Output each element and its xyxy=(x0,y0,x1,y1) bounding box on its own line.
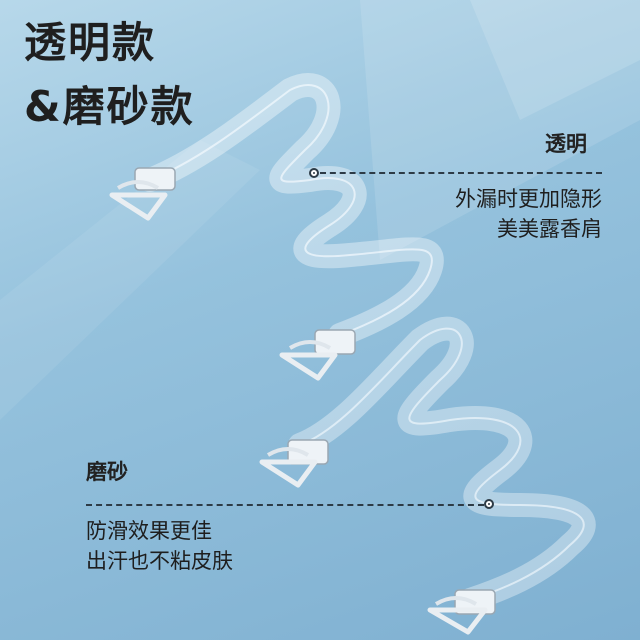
hook-clasp-top xyxy=(109,167,176,221)
hook-clasp-bottom xyxy=(427,589,496,635)
page-title-line1: 透明款 xyxy=(24,18,157,67)
frosted-callout-line xyxy=(86,504,484,506)
transparent-label: 透明 xyxy=(545,132,587,156)
page-title-line2: &磨砂款 xyxy=(24,82,195,131)
transparent-description: 外漏时更加隐形 美美露香肩 xyxy=(432,184,602,244)
hook-clasp-lower xyxy=(259,439,329,488)
transparent-callout-dot xyxy=(309,168,319,178)
frosted-callout-dot xyxy=(484,499,494,509)
frosted-label: 磨砂 xyxy=(86,460,128,484)
transparent-desc-line2: 美美露香肩 xyxy=(497,217,602,241)
hook-clasp-middle xyxy=(279,329,356,381)
frosted-description: 防滑效果更佳 出汗也不粘皮肤 xyxy=(86,516,233,576)
transparent-callout-line xyxy=(320,172,602,174)
frosted-desc-line1: 防滑效果更佳 xyxy=(86,519,212,543)
frosted-desc-line2: 出汗也不粘皮肤 xyxy=(86,549,233,573)
transparent-desc-line1: 外漏时更加隐形 xyxy=(455,187,602,211)
